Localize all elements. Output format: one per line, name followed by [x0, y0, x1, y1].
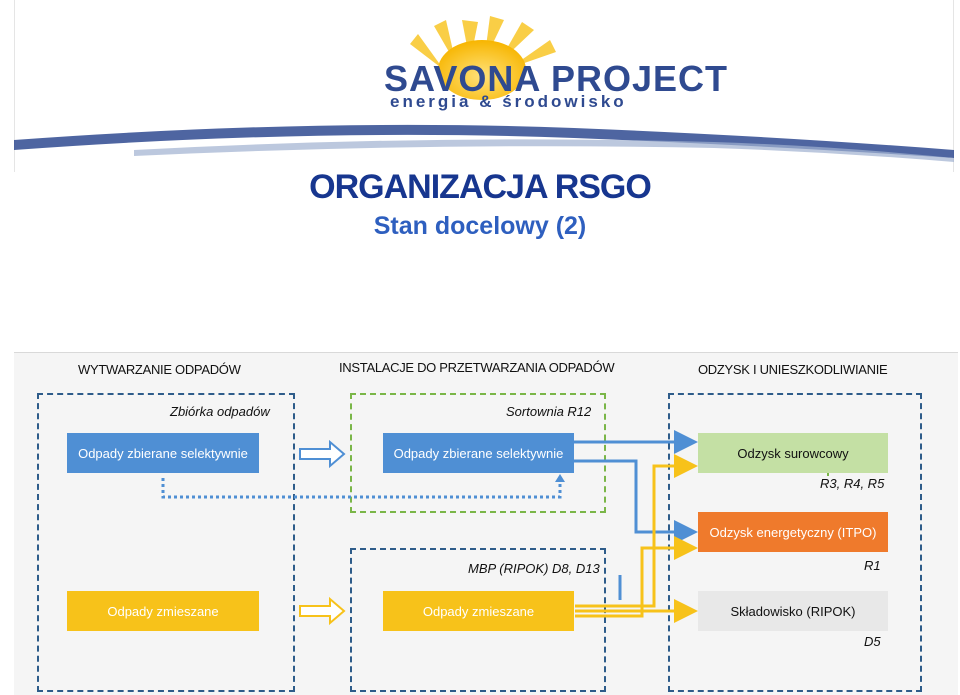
header-frame — [14, 0, 954, 172]
node-landfill: Składowisko (RIPOK) — [698, 591, 888, 631]
node-selective-sorting: Odpady zbierane selektywnie — [383, 433, 574, 473]
node-material-recovery: Odzysk surowcowy — [698, 433, 888, 473]
column-header-processing: INSTALACJE DO PRZETWARZANIA ODPADÓW — [339, 360, 615, 375]
label-collection: Zbiórka odpadów — [170, 404, 270, 419]
header-banner: SAVONA PROJECT energia & środowisko — [14, 0, 954, 172]
label-mbp: MBP (RIPOK) D8, D13 — [468, 561, 600, 576]
logo-graphic — [14, 16, 954, 162]
swoosh-icon — [14, 124, 954, 158]
brand-tagline: energia & środowisko — [390, 92, 627, 111]
page-subtitle: Stan docelowy (2) — [373, 212, 587, 240]
label-sorting: Sortownia R12 — [506, 404, 592, 419]
column-header-generation: WYTWARZANIE ODPADÓW — [78, 362, 241, 377]
group-mbp-plant — [350, 548, 606, 692]
node-energy-recovery: Odzysk energetyczny (ITPO) — [698, 512, 888, 552]
page-title: ORGANIZACJA RSGO — [309, 168, 652, 206]
column-header-recovery: ODZYSK I UNIESZKODLIWIANIE — [698, 362, 888, 377]
arrow-mixed-icon — [299, 596, 346, 626]
brand-name: SAVONA PROJECT — [384, 58, 729, 99]
node-selective-source: Odpady zbierane selektywnie — [67, 433, 259, 473]
code-energy: R1 — [864, 558, 881, 573]
sun-icon — [438, 40, 526, 100]
node-mixed-mbp: Odpady zmieszane — [383, 591, 574, 631]
node-mixed-source: Odpady zmieszane — [67, 591, 259, 631]
arrow-selective-icon — [299, 439, 346, 469]
code-material: R3, R4, R5 — [820, 476, 885, 491]
group-sorting-plant — [350, 393, 606, 513]
group-waste-generation — [37, 393, 295, 692]
group-recovery-disposal — [668, 393, 922, 692]
code-landfill: D5 — [864, 634, 881, 649]
